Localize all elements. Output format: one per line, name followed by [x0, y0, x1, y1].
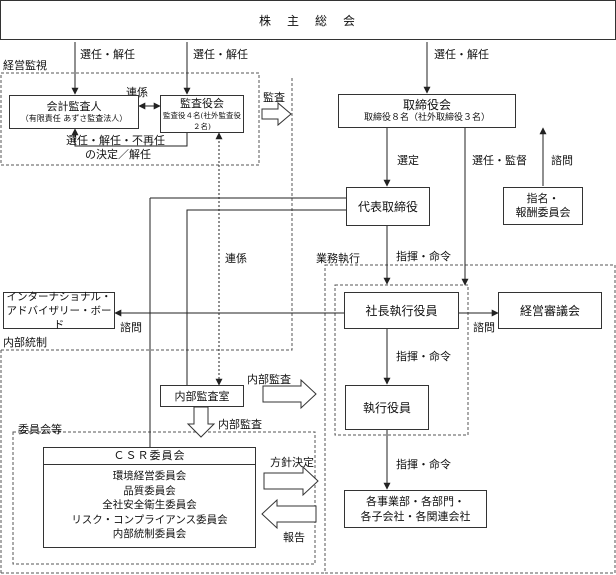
- label-management-oversight: 経営監視: [3, 59, 47, 72]
- representative-director-label: 代表取締役: [357, 200, 418, 214]
- box-representative-director: 代表取締役: [346, 187, 430, 226]
- management-council-label: 経営審議会: [519, 304, 580, 318]
- hollow-arrow-internal-audit-down: [186, 406, 216, 438]
- csr-item-internal-control: 内部統制委員会: [112, 528, 187, 540]
- label-direct-order-2: 指揮・命令: [396, 350, 451, 363]
- box-international-advisory-board: インターナショナル・ アドバイザリー・ボード: [3, 290, 115, 331]
- advisory-board-line-2: アドバイザリー・ボード: [6, 304, 112, 331]
- nomination-committee-line-2: 報酬委員会: [515, 206, 571, 219]
- label-committees: 委員会等: [18, 423, 62, 436]
- box-csr-committee: ＣＳＲ委員会 環境経営委員会 品質委員会 全社安全衛生委員会 リスク・コンプライ…: [43, 447, 256, 548]
- hollow-arrow-report: [261, 498, 317, 530]
- csr-item-risk-compliance: リスク・コンプライアンス委員会: [71, 513, 228, 526]
- accounting-auditor-title: 会計監査人: [46, 100, 102, 113]
- label-appointment-1: 選任・解任・不再任: [66, 134, 165, 147]
- label-internal-audit-2: 内部監査: [218, 418, 262, 431]
- frame-internal-control: [1, 76, 293, 351]
- label-business-execution: 業務執行: [316, 252, 360, 265]
- label-consult-2: 諮問: [120, 321, 142, 334]
- divisions-line-2: 各子会社・各関連会社: [360, 510, 471, 523]
- shareholders-label: 株 主 総 会: [258, 13, 357, 28]
- label-report: 報告: [283, 531, 305, 544]
- board-of-auditors-title: 監査役会: [180, 96, 224, 110]
- label-elect-3: 選任・解任: [434, 48, 489, 61]
- frame-execution-inner: [334, 284, 469, 436]
- label-internal-control: 内部統制: [3, 336, 47, 349]
- line-rep-to-audit-office: [186, 209, 346, 385]
- label-elect-supervise: 選任・監督: [472, 154, 527, 167]
- box-board-of-auditors: 監査役会 監査役４名(社外監査役２名): [160, 95, 244, 133]
- csr-item-quality: 品質委員会: [123, 484, 176, 497]
- frame-committees: [12, 431, 316, 565]
- internal-audit-office-label: 内部監査室: [174, 390, 230, 403]
- box-internal-audit-office: 内部監査室: [160, 385, 244, 407]
- arrow-appointment-decision: [71, 128, 188, 147]
- hollow-arrow-internal-audit-right: [262, 378, 317, 410]
- label-selection: 選定: [397, 154, 419, 167]
- label-appointment-2: の決定／解任: [85, 148, 151, 161]
- csr-item-safety: 全社安全衛生委員会: [102, 499, 197, 511]
- board-of-auditors-sub: 監査役４名(社外監査役２名): [163, 110, 241, 131]
- accounting-auditor-sub: （有限責任 あずさ監査法人）: [20, 114, 128, 123]
- box-management-council: 経営審議会: [498, 292, 602, 329]
- advisory-board-line-1: インターナショナル・: [6, 290, 112, 303]
- frame-business-execution: [324, 264, 616, 574]
- nomination-committee-line-1: 指名・: [526, 192, 560, 205]
- label-audit: 監査: [263, 91, 285, 104]
- box-board-of-directors: 取締役会 取締役８名（社外取締役３名）: [338, 94, 516, 128]
- president-label: 社長執行役員: [365, 304, 438, 318]
- box-divisions-subsidiaries: 各事業部・各部門・ 各子会社・各関連会社: [344, 490, 487, 528]
- label-consult-1: 諮問: [551, 154, 573, 167]
- csr-item-environment: 環境経営委員会: [112, 470, 187, 482]
- label-direct-order-3: 指揮・命令: [396, 458, 451, 471]
- label-policy: 方針決定: [270, 456, 314, 469]
- divisions-line-1: 各事業部・各部門・: [366, 495, 465, 508]
- box-president-executive-officer: 社長執行役員: [344, 292, 459, 329]
- box-nomination-committee: 指名・ 報酬委員会: [503, 187, 583, 225]
- board-of-directors-sub: 取締役８名（社外取締役３名）: [363, 113, 490, 123]
- csr-committee-title: ＣＳＲ委員会: [44, 448, 255, 465]
- label-liaison-2: 連係: [225, 252, 247, 265]
- csr-committee-list: 環境経営委員会 品質委員会 全社安全衛生委員会 リスク・コンプライアンス委員会 …: [71, 465, 227, 542]
- box-executive-officers: 執行役員: [345, 385, 429, 430]
- board-of-directors-title: 取締役会: [402, 98, 451, 112]
- label-consult-3: 諮問: [473, 321, 495, 334]
- label-internal-audit-1: 内部監査: [247, 373, 291, 386]
- box-accounting-auditor: 会計監査人 （有限責任 あずさ監査法人）: [9, 95, 139, 129]
- shareholders-meeting: 株 主 総 会: [0, 0, 616, 40]
- executive-officers-label: 執行役員: [362, 401, 411, 415]
- label-direct-order-1: 指揮・命令: [396, 250, 451, 263]
- hollow-arrow-audit: [261, 101, 292, 127]
- label-elect-2: 選任・解任: [193, 48, 248, 61]
- label-elect-1: 選任・解任: [80, 48, 135, 61]
- hollow-arrow-policy: [263, 465, 319, 497]
